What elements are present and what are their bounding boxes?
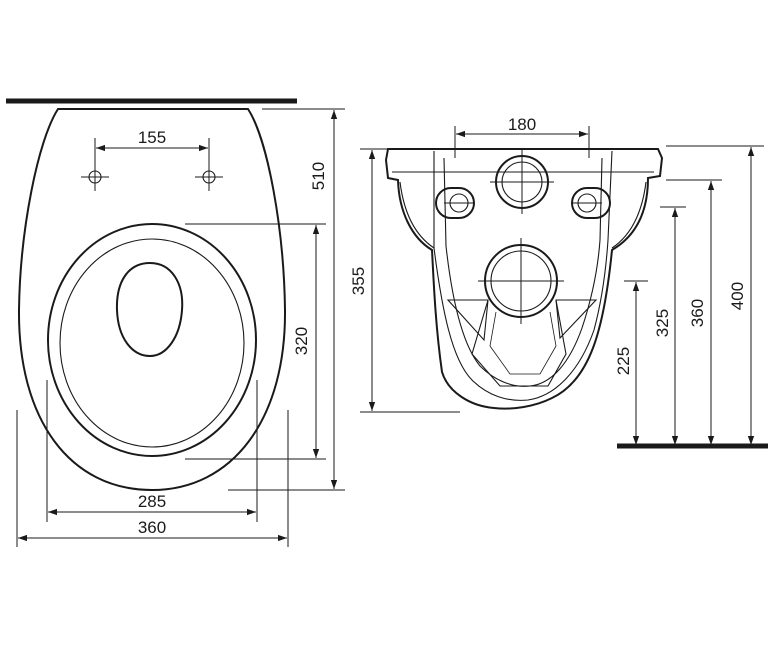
dim-lower-hole-height: 325 (653, 206, 686, 445)
front-outer-curve (399, 181, 435, 249)
dim-mount-spacing: 155 (94, 128, 210, 166)
trap-center (489, 311, 557, 375)
seat-opening-outer (47, 223, 257, 457)
mount-hole-left (81, 163, 109, 191)
dim-label-total-height: 400 (728, 282, 747, 310)
dim-label-upper-hole-height: 360 (688, 299, 707, 327)
mount-hole-right (195, 163, 223, 191)
bolt-slot-left (435, 187, 475, 219)
dim-upper-hole-height: 360 (666, 179, 722, 445)
waste-outlet (478, 238, 564, 324)
dim-total-height: 400 (666, 145, 764, 445)
bowl-outline (17, 108, 287, 492)
dim-top-width: 180 (454, 115, 590, 158)
seat-opening-inner (59, 238, 245, 448)
dim-label-outer-width: 360 (138, 518, 166, 537)
front-inner-wall (433, 150, 613, 401)
dim-outer-width: 360 (16, 410, 289, 547)
dim-outlet-height: 225 (614, 280, 648, 445)
dim-label-lower-hole-height: 325 (653, 309, 672, 337)
front-outline (384, 148, 664, 410)
water-inlet (490, 150, 554, 214)
dim-label-inner-width: 285 (138, 492, 166, 511)
trap-right (555, 299, 598, 340)
dim-opening-length: 320 (185, 223, 326, 460)
dim-label-outlet-height: 225 (614, 347, 633, 375)
dim-length: 510 (228, 108, 345, 491)
front-view: 180 355 225 325 360 (349, 115, 768, 449)
top-view: 155 510 320 285 360 (6, 98, 345, 547)
dim-label-length: 510 (309, 162, 328, 190)
dim-inner-width: 285 (46, 380, 258, 522)
dim-label-opening-length: 320 (292, 327, 311, 355)
dim-label-top-width: 180 (508, 115, 536, 134)
flush-hole (115, 261, 184, 358)
front-inner-wall-2 (443, 157, 603, 387)
bolt-slot-right (571, 187, 611, 219)
dim-label-rim-height: 355 (349, 267, 368, 295)
dim-rim-height: 355 (349, 148, 460, 413)
trap-channel (471, 299, 567, 387)
trap-left (446, 299, 489, 342)
dim-label-mount-spacing: 155 (138, 128, 166, 147)
front-outer-curve-r (611, 181, 647, 249)
